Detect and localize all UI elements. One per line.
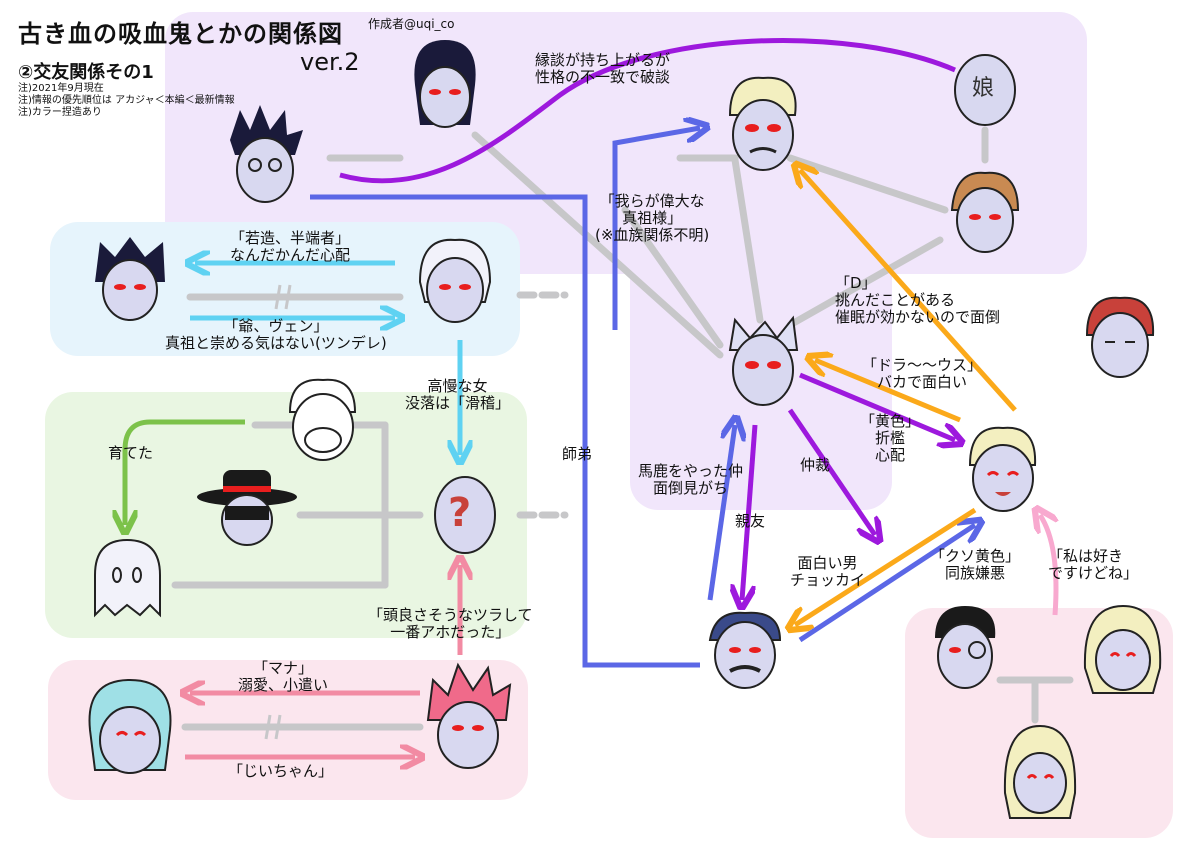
- question-glyph: ?: [448, 490, 472, 536]
- face-blonde-girl: [1003, 724, 1077, 819]
- face-friend-mustache: [708, 611, 782, 689]
- label-shitei: 師弟: [562, 445, 593, 463]
- label-koman: 高慢な女 没落は「滑稽」: [405, 378, 510, 412]
- label-line: 一番アホだった」: [390, 623, 511, 641]
- label-line: 「D」: [835, 274, 877, 292]
- face-black-hair-woman: [414, 40, 476, 128]
- line-shinso-up: [731, 156, 764, 324]
- label-line: 溺愛、小遣い: [238, 676, 329, 694]
- label-line: 真祖様」: [622, 209, 683, 227]
- daughter-glyph: 娘: [972, 76, 995, 101]
- arrow-dora: [815, 360, 961, 423]
- face-red-hair-woman: [1085, 296, 1155, 378]
- label-dora: 「ドラ～～ウス」 バカで面白い: [862, 357, 982, 391]
- label-line: 「黄色」: [860, 412, 921, 430]
- face-black-hair-boy: [95, 237, 165, 321]
- arrow-chusai: [787, 408, 875, 535]
- label-line: チョッカイ: [790, 571, 866, 589]
- label-baka: 馬鹿をやった仲 面倒見がち: [638, 463, 743, 497]
- author-credit: 作成者@uqi_co: [368, 17, 455, 31]
- arrow-blue-to-shinso: [707, 425, 735, 601]
- label-mana: 「マナ」 溺愛、小遣い: [238, 660, 328, 694]
- label-shinso: 「我らが偉大な 真祖様」 (※血族関係不明): [595, 193, 709, 244]
- label-wakazou: 「若造、半端者」 なんだかんだ心配: [230, 230, 350, 264]
- label-d: 「D」 挑んだことがある 催眠が効かないので面倒: [835, 275, 1000, 326]
- face-daughter-placeholder: [954, 54, 1016, 126]
- label-omoshiroi: 面白い男 チョッカイ: [790, 555, 865, 589]
- label-line: 縁談が持ち上がるが: [535, 51, 671, 69]
- label-line: なんだかんだ心配: [230, 246, 351, 264]
- label-sodateta: 育てた: [108, 444, 154, 462]
- face-pastel-hair: [88, 678, 172, 774]
- label-line: 面白い男: [797, 554, 858, 572]
- label-line: 挑んだことがある: [835, 291, 956, 309]
- label-line: 催眠が効かないので面倒: [835, 308, 1001, 326]
- label-line: 馬鹿をやった仲: [638, 462, 744, 480]
- arrow-shinso-to-yellow: [799, 372, 955, 440]
- face-blonde-woman: [1083, 604, 1162, 694]
- label-shinyu: 親友: [735, 512, 766, 530]
- arrow-blue-to-yellow: [798, 525, 975, 643]
- face-monocle: [935, 606, 996, 689]
- label-line: 「爺、ヴェン」: [223, 317, 329, 335]
- note-line: 注)2021年9月現在: [18, 83, 104, 94]
- face-yellow: [968, 426, 1037, 512]
- note-line: 注)カラー捏造あり: [18, 107, 102, 118]
- face-question: [434, 476, 496, 554]
- face-blonde-old-man: [728, 76, 797, 171]
- label-atama: 「頭良さそうなツラして 一番アホだった」: [368, 607, 533, 641]
- line-shinso-left: [621, 206, 724, 349]
- arrow-shitei-up: [612, 128, 700, 330]
- label-engagement: 縁談が持ち上がるが 性格の不一致で破談: [535, 52, 670, 86]
- label-line: 「我らが偉大な: [599, 192, 705, 210]
- version-label: ver.2: [300, 48, 360, 76]
- notes: 注)2021年9月現在 注)情報の優先順位は アカジャ＜本編＜最新情報 注)カラ…: [18, 83, 235, 119]
- arrow-d: [800, 170, 1017, 412]
- label-line: 面倒見がち: [653, 479, 729, 497]
- face-masked-grandpa: [288, 378, 357, 461]
- label-suki: 「私は好き ですけどね」: [1048, 548, 1138, 582]
- label-line: ですけどね」: [1048, 564, 1139, 582]
- label-kuso: 「クソ黄色」 同族嫌悪: [930, 548, 1020, 582]
- face-shinso: [728, 315, 799, 406]
- label-line: 「私は好き: [1048, 547, 1124, 565]
- label-line: 「ドラ～～ウス」: [862, 356, 983, 374]
- line-to-shinso: [471, 131, 724, 359]
- label-line: 高慢な女: [427, 377, 488, 395]
- note-line: 注)情報の優先順位は アカジャ＜本編＜最新情報: [18, 95, 235, 106]
- label-line: 心配: [875, 446, 906, 464]
- label-line: 「若造、半端者」: [230, 229, 351, 247]
- line-shitei: [310, 194, 700, 668]
- label-line: バカで面白い: [877, 373, 968, 391]
- line-shinso-mother: [786, 236, 944, 329]
- label-line: 没落は「滑稽」: [405, 394, 511, 412]
- label-line: 「頭良さそうなツラして: [368, 606, 533, 624]
- label-line: 真祖と崇める気はない(ツンデレ): [165, 334, 387, 352]
- face-white-hair-man: [418, 238, 492, 323]
- face-ghost: [94, 538, 161, 618]
- label-line: 同族嫌悪: [945, 564, 1006, 582]
- face-brown-hair-woman: [950, 171, 1020, 253]
- label-line: (※血族関係不明): [595, 226, 710, 244]
- label-jiji: 「爺、ヴェン」 真祖と崇める気はない(ツンデレ): [165, 318, 387, 352]
- label-line: 「マナ」: [253, 659, 314, 677]
- label-line: 折檻: [875, 429, 906, 447]
- label-line: 性格の不一致で破談: [535, 68, 671, 86]
- arrow-omoshiroi: [795, 507, 977, 625]
- face-hat-masked: [197, 470, 297, 546]
- label-chusai: 仲裁: [800, 456, 831, 474]
- arrow-sodateta: [125, 419, 245, 525]
- label-kiiro: 「黄色」 折檻 心配: [860, 413, 920, 464]
- label-line: 「クソ黄色」: [930, 547, 1021, 565]
- arrow-shinso-to-friend: [742, 424, 758, 600]
- arrow-engagement: [339, 37, 956, 184]
- label-jiichan: 「じいちゃん」: [228, 762, 334, 780]
- face-spiky-hair-man: [230, 105, 303, 203]
- face-pink-spiky: [426, 662, 512, 769]
- page-title: 古き血の吸血鬼とかの関係図: [18, 20, 343, 48]
- page-subtitle: ②交友関係その1: [18, 62, 154, 83]
- arrow-suki: [1040, 515, 1056, 616]
